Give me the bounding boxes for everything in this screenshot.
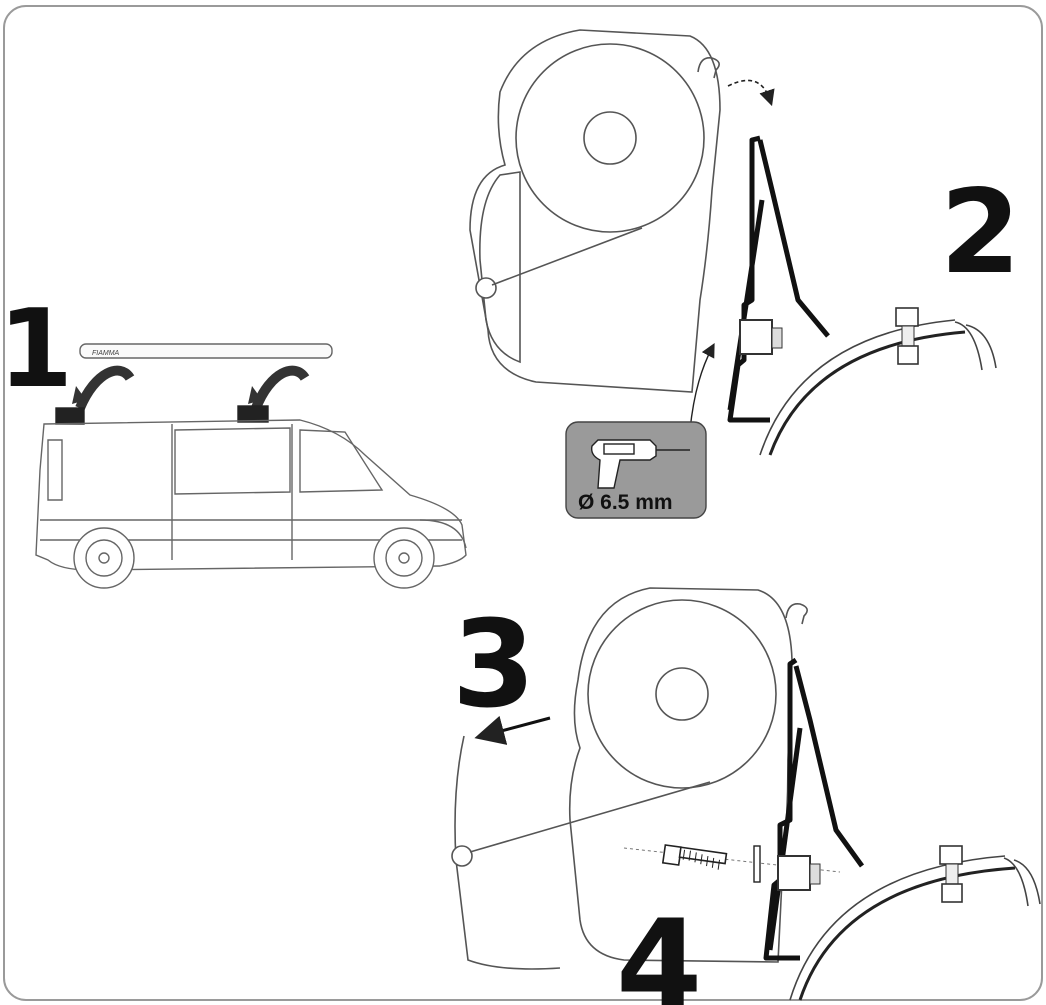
step-1-van-illustration: FIAMMA	[35, 343, 467, 589]
step-3-4-illustration	[451, 587, 841, 970]
step-number-2: 2	[940, 165, 1021, 300]
awning-brand-label: FIAMMA	[92, 350, 120, 357]
pull-arrow	[474, 715, 551, 745]
bolt-assembly-3	[777, 845, 963, 903]
drill-pointer-arrow	[689, 343, 715, 431]
roller-outer-3	[587, 599, 777, 789]
hook-2	[697, 56, 720, 79]
bolt-assembly-2	[739, 307, 919, 365]
step-number-4: 4	[616, 894, 702, 1005]
mount-arrow-left	[75, 365, 135, 411]
van-wheel-front	[373, 527, 435, 589]
drill-diameter-label: Ø 6.5 mm	[578, 491, 673, 514]
step-2-illustration	[469, 29, 775, 431]
roller-outer-2	[515, 43, 705, 233]
diagram-frame	[3, 5, 1043, 1001]
awning-bar	[79, 343, 333, 359]
mount-bracket-3	[763, 657, 865, 961]
roller-inner-2	[583, 111, 637, 165]
screw-4	[661, 844, 761, 883]
step-number-1: 1	[0, 287, 73, 412]
van-wheel-rear	[73, 527, 135, 589]
drill-badge: Ø 6.5 mm	[565, 421, 707, 519]
van-body	[35, 419, 467, 571]
awning-housing-2	[469, 29, 721, 393]
drill-icon	[590, 439, 690, 489]
bracket-right	[237, 405, 269, 423]
step-number-3: 3	[452, 596, 536, 735]
roller-inner-3	[655, 667, 709, 721]
